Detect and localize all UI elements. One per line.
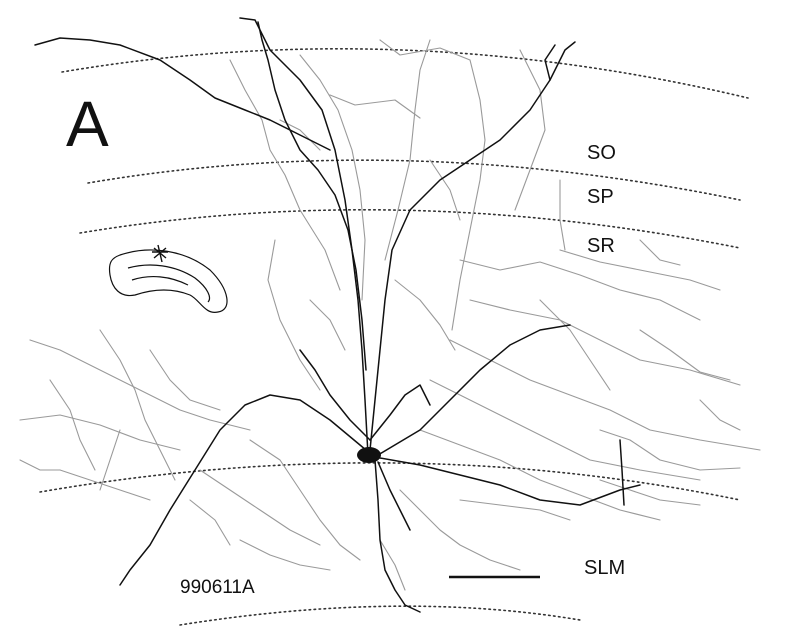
light-branch — [599, 479, 701, 506]
layer-boundaries — [39, 47, 749, 626]
light-branch — [199, 469, 321, 546]
inset-outline — [108, 249, 228, 313]
specimen-id: 990611A — [180, 577, 255, 598]
light-branch — [394, 279, 456, 351]
light-branch — [229, 59, 341, 291]
light-branch — [514, 49, 546, 211]
light-branch — [299, 54, 366, 301]
light-branch — [429, 379, 701, 481]
layer-label-so: SO — [587, 142, 616, 164]
boundary-sr-slm — [39, 462, 741, 501]
light-branch — [699, 399, 741, 431]
dendrite-branch — [377, 461, 411, 531]
dendrite-branch — [619, 439, 625, 506]
light-branch — [49, 379, 96, 471]
dendrite-branch — [369, 41, 576, 451]
light-branch — [559, 179, 566, 251]
hippocampus-inset — [108, 244, 228, 313]
light-branch — [449, 339, 761, 451]
boundary-top — [61, 47, 749, 99]
light-branch — [29, 339, 251, 431]
light-branch — [419, 429, 661, 521]
panel-label: A — [66, 88, 109, 160]
layer-label-slm: SLM — [584, 557, 626, 579]
dendrite-branch — [257, 21, 367, 371]
boundary-sp-sr — [79, 209, 741, 249]
boundary-bottom — [179, 605, 581, 626]
inset-cell-marker — [152, 244, 168, 263]
light-branch — [379, 539, 406, 591]
light-branch — [149, 349, 221, 411]
dendrite-branch — [119, 394, 373, 586]
layer-label-sp: SP — [587, 186, 614, 208]
light-branch — [429, 159, 461, 221]
light-branch — [59, 469, 151, 501]
light-branch — [309, 299, 346, 351]
dendrite-branch — [544, 44, 556, 81]
light-branch — [459, 499, 571, 521]
light-branch — [189, 499, 231, 546]
neuron-soma — [357, 447, 381, 463]
light-branch — [267, 239, 321, 391]
light-branch — [399, 489, 521, 571]
boundary-so-sp — [87, 159, 741, 201]
light-branch — [99, 329, 176, 481]
dendrite-branch — [299, 349, 371, 441]
inset-dentate — [131, 275, 189, 286]
dendrite-branch — [369, 384, 431, 441]
light-branch — [99, 429, 121, 491]
light-branch — [249, 439, 361, 561]
light-branch — [459, 259, 701, 321]
light-branch — [639, 329, 731, 381]
light-branch — [19, 414, 181, 451]
light-branch — [469, 299, 741, 386]
dendrite-branch — [239, 17, 369, 456]
light-branch — [239, 539, 331, 571]
dark-dendrites — [34, 17, 641, 613]
light-branch — [539, 299, 611, 391]
light-branch — [379, 39, 471, 61]
layer-label-sr: SR — [587, 235, 615, 257]
dendrite-branch — [377, 324, 571, 456]
light-branch — [639, 239, 681, 266]
inset-inner-layer — [127, 264, 211, 303]
light-branch — [559, 249, 721, 291]
dendrite-branch — [379, 457, 641, 506]
light-branch — [329, 94, 421, 119]
light-arbor — [19, 39, 761, 591]
light-branch — [451, 59, 486, 331]
light-branch — [19, 459, 61, 471]
light-branch — [599, 429, 741, 471]
dendrite-branch — [374, 459, 421, 613]
dendrite-branch — [34, 37, 331, 151]
light-branch — [384, 39, 431, 261]
